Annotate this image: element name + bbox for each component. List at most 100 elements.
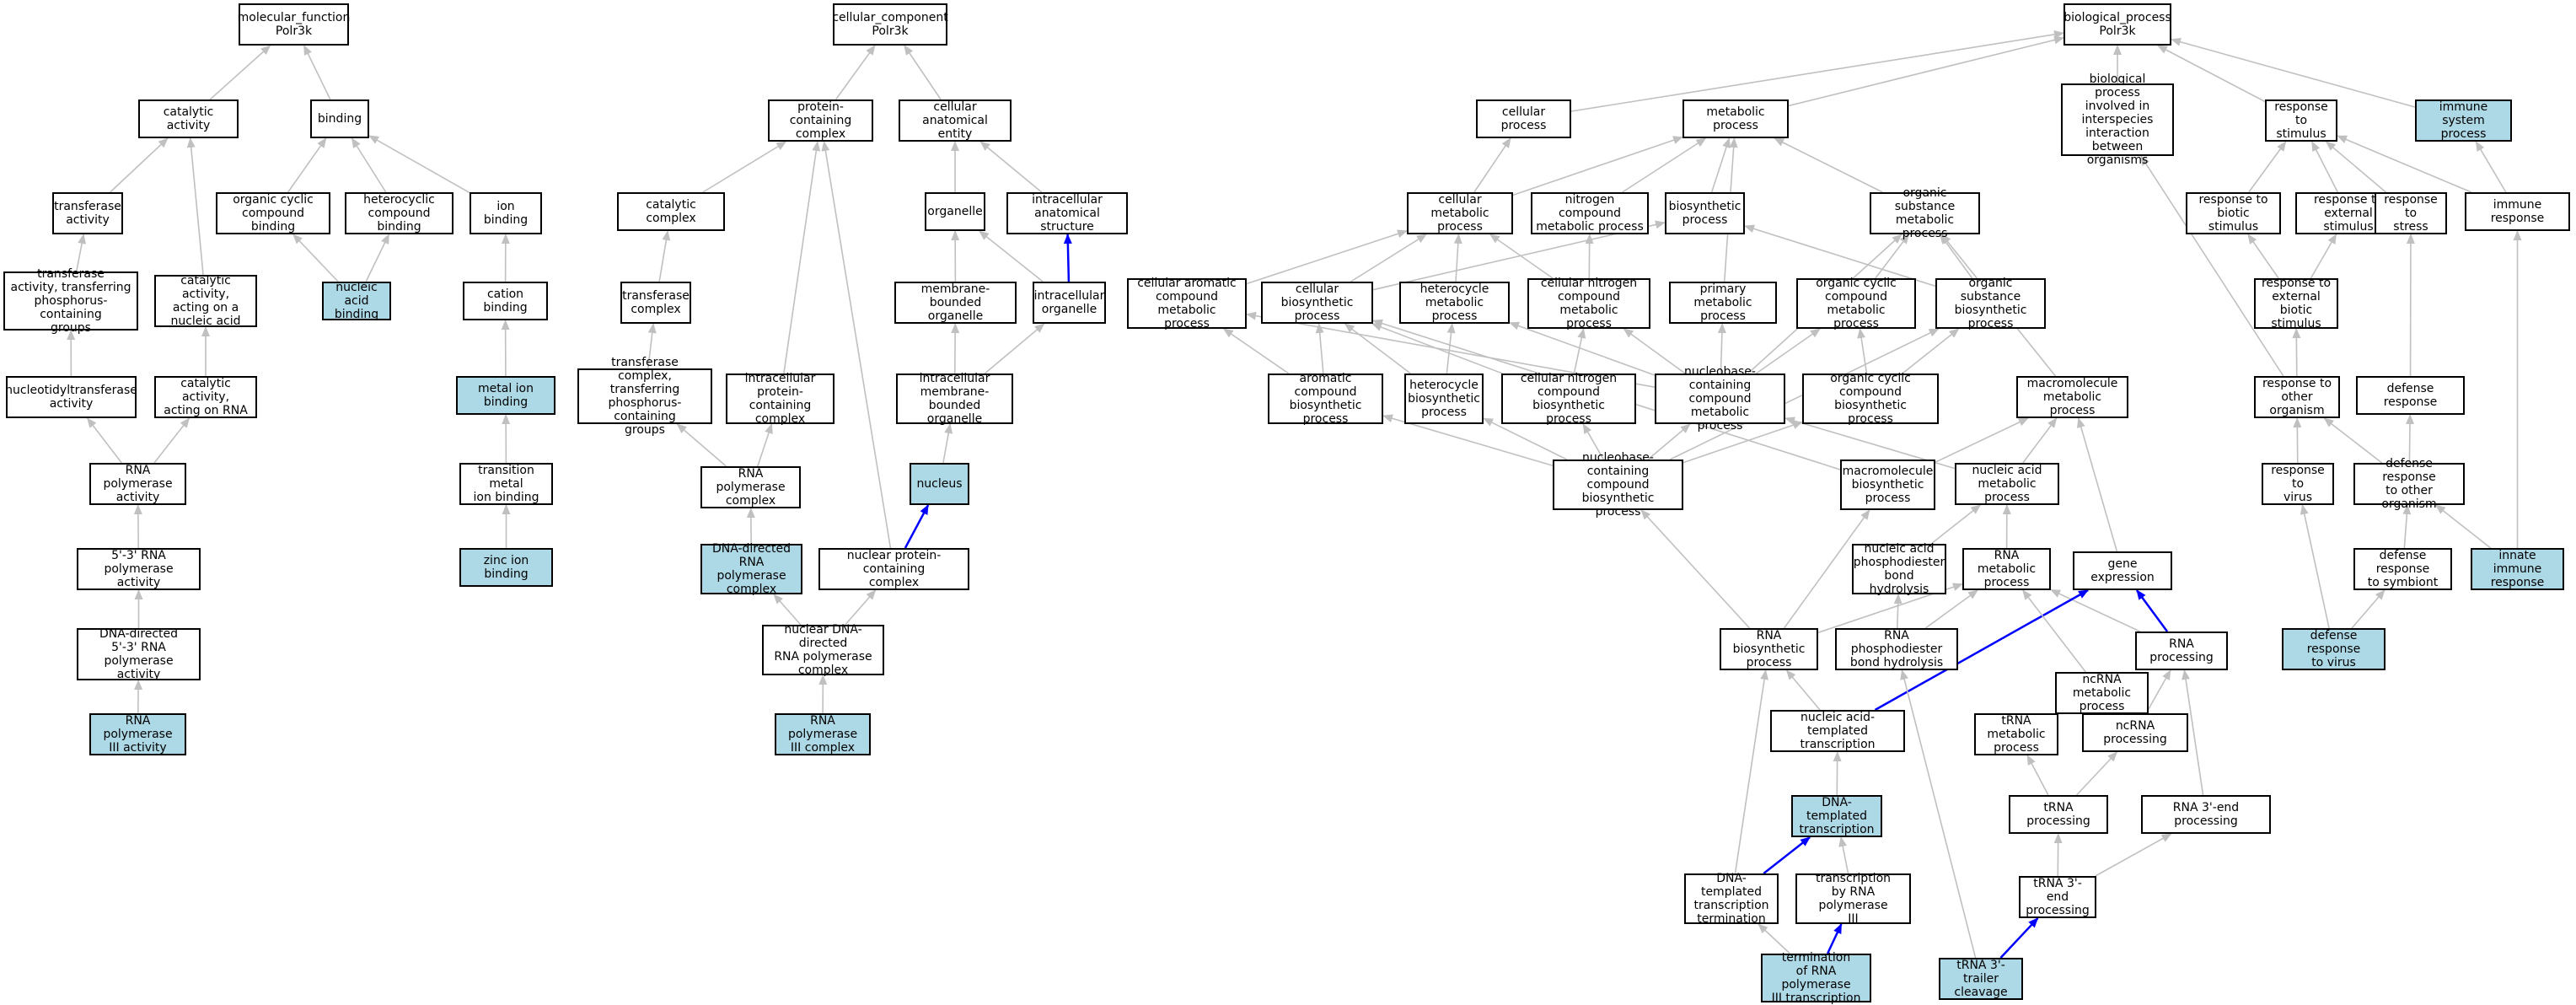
node-transition-metal-ion-binding[interactable]: transition metal ion binding bbox=[459, 463, 553, 505]
node-nucleotidyltransferase-activity[interactable]: nucleotidyltransferase activity bbox=[5, 376, 137, 418]
node-biological-process[interactable]: biological_process Polr3k bbox=[2063, 3, 2171, 46]
node-rna-biosynthetic-process[interactable]: RNA biosynthetic process bbox=[1720, 628, 1818, 670]
node-metabolic-process[interactable]: metabolic process bbox=[1682, 99, 1789, 138]
node-response-to-stress[interactable]: response to stress bbox=[2375, 192, 2447, 234]
node-nucleobase-containing-compound-biosynthetic-process[interactable]: nucleobase-containing compound biosynthe… bbox=[1553, 451, 1683, 519]
node-rna-polymerase-iii-complex[interactable]: RNA polymerase III complex bbox=[775, 713, 871, 755]
node-defense-response-to-other-organism[interactable]: defense response to other organism bbox=[2353, 457, 2465, 511]
node-intracellular-membrane-bounded-organelle[interactable]: intracellular membrane-bounded organelle bbox=[896, 372, 1013, 426]
node-catalytic-activity-rna[interactable]: catalytic activity, acting on RNA bbox=[154, 376, 257, 418]
node-nucleobase-containing-compound-metabolic-process[interactable]: nucleobase-containing compound metabolic… bbox=[1655, 365, 1785, 433]
node-cellular-biosynthetic-process[interactable]: cellular biosynthetic process bbox=[1261, 282, 1373, 324]
node-catalytic-activity[interactable]: catalytic activity bbox=[138, 99, 239, 138]
node-innate-immune-response[interactable]: innate immune response bbox=[2471, 548, 2564, 590]
node-metal-ion-binding[interactable]: metal ion binding bbox=[456, 376, 555, 415]
node-response-to-stimulus[interactable]: response to stimulus bbox=[2265, 99, 2337, 142]
node-aromatic-compound-biosynthetic-process[interactable]: aromatic compound biosynthetic process bbox=[1268, 372, 1383, 426]
node-trna-metabolic-process[interactable]: tRNA metabolic process bbox=[1974, 713, 2058, 755]
node-biosynthetic-process[interactable]: biosynthetic process bbox=[1665, 192, 1745, 234]
node-response-to-external-biotic-stimulus[interactable]: response to external biotic stimulus bbox=[2254, 277, 2338, 331]
node-transferase-complex[interactable]: transferase complex bbox=[620, 282, 691, 324]
node-nuclear-dna-directed-rna-polymerase-complex[interactable]: nuclear DNA-directed RNA polymerase comp… bbox=[762, 623, 884, 677]
edge-hbp-to-hmp bbox=[1446, 323, 1456, 374]
node-cellular-nitrogen-compound-metabolic-process[interactable]: cellular nitrogen compound metabolic pro… bbox=[1527, 277, 1650, 331]
node-transferase-complex-phosphorus[interactable]: transferase complex, transferring phosph… bbox=[577, 356, 712, 437]
node-response-to-other-organism[interactable]: response to other organism bbox=[2254, 376, 2340, 418]
edge-nbcbp-to-nbcmp bbox=[1647, 423, 1691, 460]
node-molecular-function[interactable]: molecular_function Polr3k bbox=[238, 3, 350, 46]
node-defense-response-to-virus[interactable]: defense response to virus bbox=[2282, 628, 2385, 670]
node-rna-polymerase-activity[interactable]: RNA polymerase activity bbox=[89, 463, 186, 505]
node-nuclear-protein-containing-complex[interactable]: nuclear protein-containing complex bbox=[818, 548, 969, 590]
node-response-to-biotic-stimulus[interactable]: response to biotic stimulus bbox=[2186, 192, 2281, 234]
node-dna-templated-transcription-termination[interactable]: DNA-templated transcription termination bbox=[1684, 872, 1779, 926]
node-nucleic-acid-binding[interactable]: nucleic acid binding bbox=[322, 281, 391, 321]
node-binding[interactable]: binding bbox=[310, 99, 369, 138]
node-organic-cyclic-compound-binding[interactable]: organic cyclic compound binding bbox=[216, 192, 330, 234]
node-ncrna-metabolic-process[interactable]: ncRNA metabolic process bbox=[2055, 672, 2149, 714]
edge-dtt-to-natt bbox=[1833, 751, 1842, 796]
node-rna-phosphodiester-bond-hydrolysis[interactable]: RNA phosphodiester bond hydrolysis bbox=[1835, 628, 1958, 670]
node-cellular-nitrogen-compound-biosynthetic-process[interactable]: cellular nitrogen compound biosynthetic … bbox=[1501, 372, 1636, 426]
node-dna-directed-5-3-rna-polymerase-activity[interactable]: DNA-directed 5'-3' RNA polymerase activi… bbox=[77, 627, 201, 681]
node-biological-process-interspecies[interactable]: biological process involved in interspec… bbox=[2061, 73, 2174, 167]
node-dna-templated-transcription[interactable]: DNA-templated transcription bbox=[1791, 795, 1882, 837]
node-organic-substance-metabolic-process[interactable]: organic substance metabolic process bbox=[1870, 186, 1980, 240]
node-dna-directed-rna-polymerase-complex[interactable]: DNA-directed RNA polymerase complex bbox=[700, 542, 802, 596]
node-transferase-activity[interactable]: transferase activity bbox=[52, 192, 123, 234]
node-response-to-virus[interactable]: response to virus bbox=[2262, 463, 2334, 505]
node-trna-3-end-processing[interactable]: tRNA 3'-end processing bbox=[2019, 876, 2096, 918]
node-cation-binding[interactable]: cation binding bbox=[463, 282, 548, 320]
node-nucleus[interactable]: nucleus bbox=[910, 463, 969, 505]
node-catalytic-activity-nucleic-acid[interactable]: catalytic activity, acting on a nucleic … bbox=[154, 274, 257, 328]
node-immune-response[interactable]: immune response bbox=[2465, 192, 2570, 231]
node-ion-binding[interactable]: ion binding bbox=[470, 192, 542, 234]
node-organelle[interactable]: organelle bbox=[925, 192, 985, 231]
node-cellular-metabolic-process[interactable]: cellular metabolic process bbox=[1407, 192, 1513, 234]
node-nucleic-acid-templated-transcription[interactable]: nucleic acid-templated transcription bbox=[1770, 710, 1905, 752]
node-trna-3-trailer-cleavage[interactable]: tRNA 3'-trailer cleavage bbox=[1939, 958, 2023, 1000]
node-nucleic-acid-metabolic-process[interactable]: nucleic acid metabolic process bbox=[1955, 463, 2059, 505]
edge-hcb-to-binding bbox=[351, 137, 387, 193]
node-transferase-activity-phosphorus[interactable]: transferase activity, transferring phosp… bbox=[3, 267, 138, 335]
node-macromolecule-metabolic-process[interactable]: macromolecule metabolic process bbox=[2016, 376, 2128, 418]
node-heterocycle-biosynthetic-process[interactable]: heterocycle biosynthetic process bbox=[1404, 374, 1484, 424]
node-intracellular-protein-containing-complex[interactable]: intracellular protein-containing complex bbox=[726, 372, 835, 426]
node-cellular-component[interactable]: cellular_component Polr3k bbox=[832, 3, 948, 46]
node-organic-substance-biosynthetic-process[interactable]: organic substance biosynthetic process bbox=[1935, 277, 2046, 331]
node-intracellular-organelle[interactable]: intracellular organelle bbox=[1033, 282, 1106, 324]
node-heterocyclic-compound-binding[interactable]: heterocyclic compound binding bbox=[345, 192, 453, 234]
node-5-3-rna-polymerase-activity[interactable]: 5'-3' RNA polymerase activity bbox=[77, 548, 201, 590]
node-organic-cyclic-compound-metabolic-process[interactable]: organic cyclic compound metabolic proces… bbox=[1796, 277, 1916, 331]
node-catalytic-complex[interactable]: catalytic complex bbox=[617, 192, 725, 231]
node-defense-response-to-symbiont[interactable]: defense response to symbiont bbox=[2353, 548, 2452, 590]
node-cellular-aromatic-compound-metabolic-process[interactable]: cellular aromatic compound metabolic pro… bbox=[1127, 277, 1247, 331]
node-zinc-ion-binding[interactable]: zinc ion binding bbox=[459, 548, 553, 587]
node-rna-polymerase-iii-activity[interactable]: RNA polymerase III activity bbox=[89, 713, 186, 755]
node-organic-cyclic-compound-biosynthetic-process[interactable]: organic cyclic compound biosynthetic pro… bbox=[1802, 372, 1939, 426]
node-cellular-process[interactable]: cellular process bbox=[1476, 99, 1571, 138]
node-nucleic-acid-phosphodiester-bond-hydrolysis[interactable]: nucleic acid phosphodiester bond hydroly… bbox=[1852, 542, 1946, 596]
node-macromolecule-biosynthetic-process[interactable]: macromolecule biosynthetic process bbox=[1840, 460, 1935, 510]
node-rna-metabolic-process[interactable]: RNA metabolic process bbox=[1962, 548, 2051, 590]
node-rna-3-end-processing[interactable]: RNA 3'-end processing bbox=[2141, 795, 2271, 834]
node-intracellular-anatomical-structure[interactable]: intracellular anatomical structure bbox=[1006, 192, 1128, 234]
edge-rtv-to-rtoo bbox=[2293, 417, 2302, 464]
node-transcription-by-rna-polymerase-iii[interactable]: transcription by RNA polymerase III bbox=[1795, 872, 1911, 926]
node-ncrna-processing[interactable]: ncRNA processing bbox=[2082, 713, 2188, 752]
node-heterocycle-metabolic-process[interactable]: heterocycle metabolic process bbox=[1399, 282, 1510, 324]
node-primary-metabolic-process[interactable]: primary metabolic process bbox=[1669, 282, 1777, 324]
node-rna-polymerase-complex[interactable]: RNA polymerase complex bbox=[700, 466, 801, 508]
node-gene-expression[interactable]: gene expression bbox=[2073, 551, 2172, 590]
edge-rtstress-to-rts bbox=[2325, 141, 2386, 193]
node-termination-of-rna-polymerase-iii-transcription[interactable]: termination of RNA polymerase III transc… bbox=[1761, 951, 1871, 1005]
node-nitrogen-compound-metabolic-process[interactable]: nitrogen compound metabolic process bbox=[1531, 192, 1649, 234]
node-defense-response[interactable]: defense response bbox=[2356, 376, 2465, 415]
node-immune-system-process[interactable]: immune system process bbox=[2415, 99, 2512, 142]
node-membrane-bounded-organelle[interactable]: membrane-bounded organelle bbox=[894, 282, 1017, 324]
node-trna-processing[interactable]: tRNA processing bbox=[2009, 795, 2108, 834]
node-cellular-anatomical-entity[interactable]: cellular anatomical entity bbox=[899, 99, 1012, 142]
node-rna-processing[interactable]: RNA processing bbox=[2135, 631, 2228, 670]
node-protein-containing-complex[interactable]: protein-containing complex bbox=[768, 99, 873, 142]
